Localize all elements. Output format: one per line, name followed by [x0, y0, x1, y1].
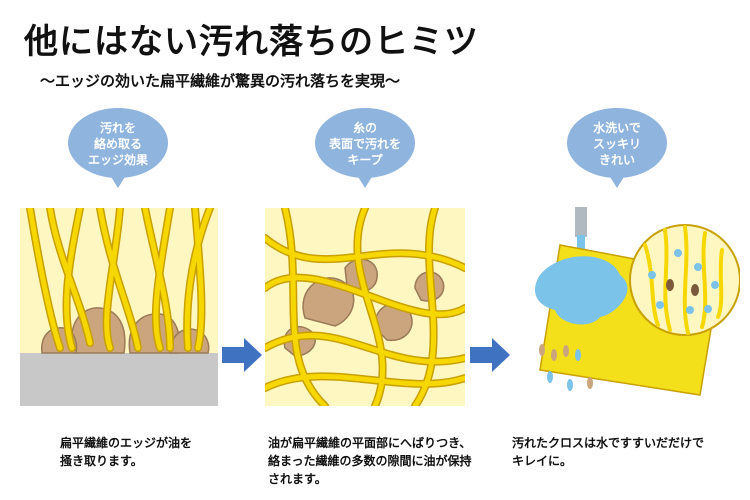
speech-bubble-water-wash: 水洗いで スッキリ きれい [567, 108, 667, 188]
page-subtitle: 〜エッジの効いた扁平繊維が驚異の汚れ落ちを実現〜 [40, 72, 401, 90]
speech-bubble-shape [315, 108, 415, 188]
illustration-fiber-keep [265, 208, 465, 406]
caption-step-1: 扁平繊維のエッジが油を 掻き取ります。 [60, 434, 192, 470]
bubble-line: スッキリ [592, 137, 641, 151]
caption-step-2: 油が扁平繊維の平面部にへばりつき、 絡まった繊維の多数の隙間に油が保持 されます… [268, 434, 472, 488]
caption-line: キレイに。 [512, 454, 573, 468]
bubble-line: キープ [347, 153, 383, 167]
bubble-line: 糸の [352, 121, 377, 135]
speech-bubble-edge-effect: 汚れを 絡め取る エッジ効果 [68, 108, 168, 188]
caption-line: 絡まった繊維の多数の隙間に油が保持 [268, 454, 472, 468]
speech-bubble-shape [68, 108, 168, 188]
bubble-line: エッジ効果 [87, 153, 148, 167]
caption-line: 扁平繊維のエッジが油を [60, 436, 193, 450]
arrow-right-icon [470, 338, 510, 372]
bubble-line: 表面で汚れを [328, 137, 401, 151]
bubble-line: 水洗いで [593, 121, 641, 135]
water-splash [535, 256, 628, 325]
illustration-water-wash [535, 207, 740, 396]
faucet-icon [575, 207, 587, 237]
bubble-line: 汚れを [99, 121, 136, 135]
caption-line: 汚れたクロスは水ですすいだだけで [512, 436, 705, 450]
surface-layer [20, 353, 218, 406]
illustration-edge-scraping [20, 208, 218, 406]
caption-line: 油が扁平繊維の平面部にへばりつき、 [268, 436, 472, 450]
caption-line: されます。 [268, 472, 327, 486]
page-title: 他にはない汚れ落ちのヒミツ [24, 22, 479, 62]
arrow-right-icon [222, 338, 262, 372]
caption-step-3: 汚れたクロスは水ですすいだだけで キレイに。 [512, 434, 704, 470]
bubble-line: きれい [598, 153, 635, 167]
bubble-line: 絡め取る [93, 137, 142, 151]
speech-bubble-shape [567, 108, 667, 188]
speech-bubble-keep-dirt: 糸の 表面で汚れを キープ [315, 108, 415, 188]
caption-line: 掻き取ります。 [60, 454, 143, 468]
